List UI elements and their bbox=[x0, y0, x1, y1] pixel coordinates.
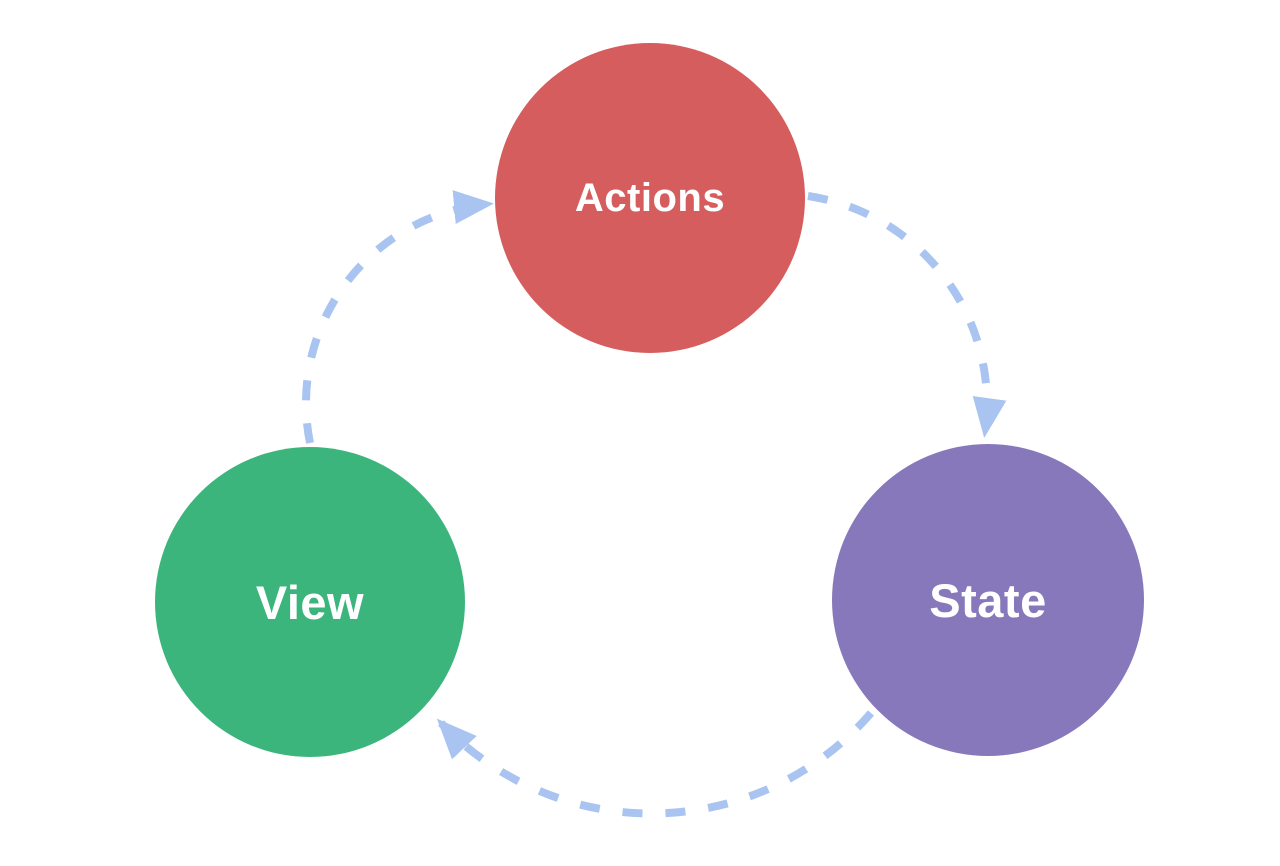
arrow-view-to-actions bbox=[302, 190, 494, 444]
state-node: State bbox=[832, 444, 1144, 756]
actions-node-label: Actions bbox=[574, 175, 726, 220]
view-node: View bbox=[155, 447, 465, 757]
actions-node: Actions bbox=[495, 43, 805, 353]
arrow-state-to-view bbox=[436, 710, 875, 818]
arrow-actions-to-state bbox=[807, 192, 1007, 438]
state-node-label: State bbox=[929, 573, 1047, 627]
view-node-label: View bbox=[255, 575, 365, 629]
